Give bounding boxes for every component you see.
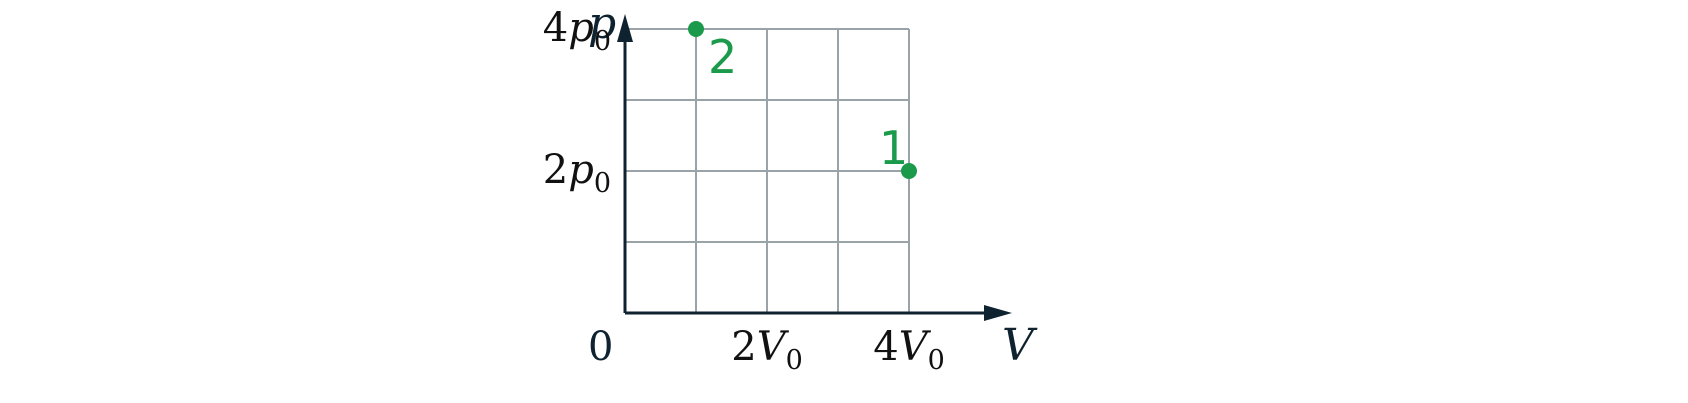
data-point-1 — [901, 163, 917, 179]
x-tick-label: 2V0 — [731, 324, 803, 376]
y-tick-label-symbol: p — [568, 5, 594, 51]
x-axis-label: V — [1002, 320, 1038, 371]
x-axis-arrow — [984, 305, 1012, 321]
x-tick-label-coef: 4 — [873, 324, 898, 370]
x-tick-label: 4V0 — [873, 324, 945, 376]
data-point-label-1: 1 — [879, 121, 908, 175]
grid — [625, 28, 910, 313]
y-tick-label-coef: 4 — [543, 5, 568, 51]
origin-label: 0 — [588, 324, 613, 370]
y-tick-label-subscript: 0 — [594, 26, 611, 57]
data-point-label-2: 2 — [708, 30, 737, 84]
y-tick-label: 2p0 — [543, 147, 611, 199]
axes — [617, 14, 1012, 321]
y-axis-label: p — [588, 0, 616, 49]
x-tick-label-subscript: 0 — [928, 345, 945, 376]
x-tick-label-symbol: V — [757, 324, 790, 370]
y-axis-arrow — [617, 14, 633, 42]
y-tick-label-coef: 2 — [543, 147, 568, 193]
data-point-2 — [688, 21, 704, 37]
x-tick-label-symbol: V — [899, 324, 932, 370]
data-points: 12 — [688, 21, 917, 179]
y-tick-label-subscript: 0 — [594, 168, 611, 199]
y-tick-label: 4p0 — [543, 5, 611, 57]
x-tick-label-subscript: 0 — [786, 345, 803, 376]
x-tick-label-coef: 2 — [731, 324, 756, 370]
y-tick-label-symbol: p — [568, 147, 594, 193]
